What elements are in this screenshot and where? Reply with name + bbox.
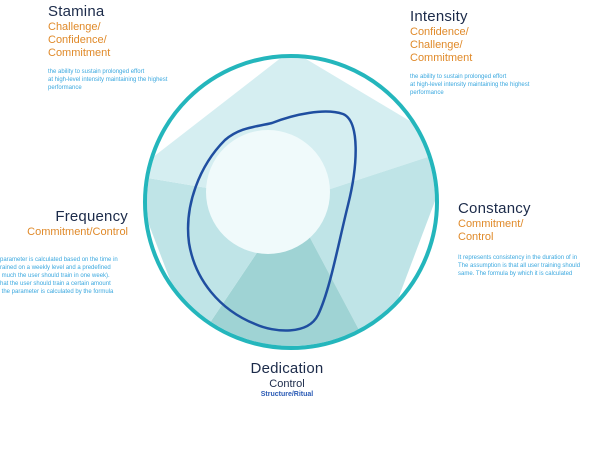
score-outline — [186, 110, 357, 332]
dedication-title: Dedication — [250, 360, 324, 377]
constancy-description: It represents consistency in the duratio… — [458, 255, 581, 277]
dedication-tag: Structure/Ritual — [260, 391, 314, 398]
stamina-title: Stamina — [48, 3, 105, 20]
frequency-title: Frequency — [55, 208, 128, 225]
intensity-title: Intensity — [410, 8, 468, 25]
constancy-subtitle: Commitment/ Control — [458, 218, 524, 243]
label-intensity: Intensity Confidence/ Challenge/ Commitm… — [410, 8, 595, 97]
constancy-description-box: It represents consistency in the duratio… — [458, 254, 600, 278]
label-stamina: Stamina Challenge/ Confidence/ Commitmen… — [48, 3, 238, 92]
frequency-description: parameter is calculated based on the tim… — [0, 257, 118, 295]
outer-ring — [143, 54, 439, 350]
label-constancy: Constancy Commitment/ Control — [458, 200, 600, 244]
intensity-subtitle: Confidence/ Challenge/ Commitment — [410, 26, 473, 64]
label-dedication: Dedication Control Structure/Ritual — [222, 360, 352, 399]
frequency-subtitle: Commitment/Control — [27, 226, 128, 238]
segment-intensity — [291, 58, 435, 202]
stamina-subtitle: Challenge/ Confidence/ Commitment — [48, 21, 111, 59]
dedication-subtitle: Control — [269, 378, 305, 390]
stamina-description: the ability to sustain prolonged effort … — [48, 69, 168, 91]
inner-circle — [206, 130, 330, 254]
intensity-description: the ability to sustain prolonged effort … — [410, 74, 530, 96]
constancy-title: Constancy — [458, 200, 531, 217]
segment-dedication — [195, 202, 375, 346]
frequency-description-box: parameter is calculated based on the tim… — [0, 256, 130, 296]
segment-constancy — [291, 148, 435, 346]
label-frequency: Frequency Commitment/Control — [0, 208, 128, 239]
